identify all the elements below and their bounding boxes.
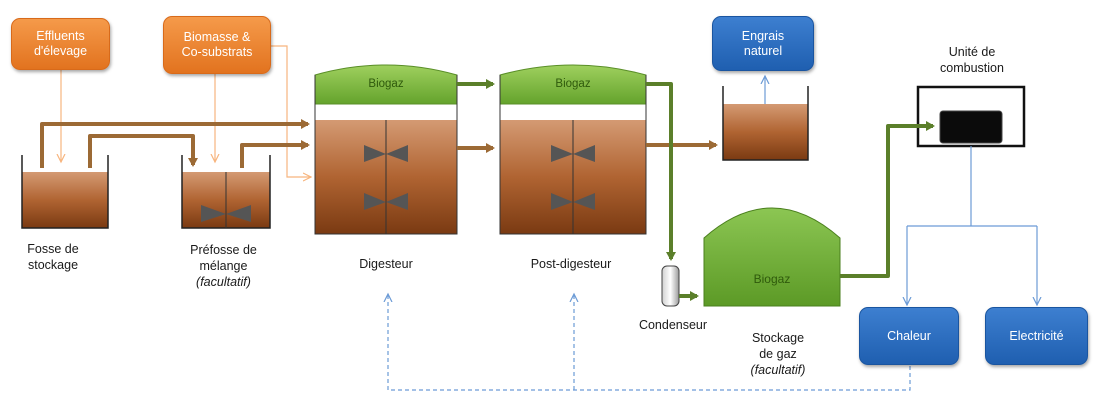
fosse-tank [21, 155, 109, 229]
unite-label: Unité de combustion [926, 44, 1018, 76]
digesteur-gas-dome [314, 64, 458, 105]
feed-arrows [61, 45, 311, 177]
prefosse-label: Préfosse de mélange (facultatif) [176, 242, 271, 290]
engrais-naturel-box: Engrais naturel [712, 16, 814, 71]
digesteur-label: Digesteur [359, 257, 413, 271]
post-digesteur-gas-dome [499, 64, 647, 105]
effluents-line-2: d'élevage [33, 44, 88, 58]
stockage-label: Stockage de gaz (facultatif) [733, 330, 823, 378]
engrais-line-2: naturel [743, 43, 783, 58]
flow-fosse-to-prefosse [88, 134, 198, 168]
condenseur-label: Condenseur [638, 318, 708, 332]
prefosse-mixer-left [201, 205, 226, 222]
biogaz-label-post-digesteur: Biogaz [555, 78, 590, 90]
effluents-line-1: Effluents [36, 29, 85, 43]
prefosse-mixer-right [226, 205, 251, 222]
engrais-tank [722, 86, 809, 161]
effluents-box: Effluents d'élevage [11, 18, 110, 70]
digesteur-tank [314, 64, 458, 235]
post-digesteur-label: Post-digesteur [530, 257, 612, 271]
biogaz-label-stockage: Biogaz [754, 272, 791, 286]
unite-label-line-2: combustion [940, 61, 1004, 75]
fosse-label: Fosse de stockage [18, 241, 88, 273]
stockage-label-line-2: de gaz [759, 347, 797, 361]
engrais-slurry [723, 104, 808, 160]
gas-stockage-to-combustion [840, 121, 935, 278]
flow-prefosse-to-digesteur [240, 140, 310, 168]
biomasse-box: Biomasse & Co-substrats [163, 16, 271, 74]
biomasse-line-2: Co-substrats [181, 45, 253, 59]
flow-fosse-to-digesteur [40, 119, 310, 168]
stockage-label-line-1: Stockage [751, 331, 805, 345]
gas-flows [457, 79, 935, 301]
slurry-flows [40, 119, 718, 168]
fosse-slurry [22, 172, 108, 228]
unite-label-line-1: Unité de [948, 45, 996, 59]
fosse-label-line-2: stockage [27, 258, 79, 272]
unite-combustion [916, 85, 1026, 148]
fosse-label-line-1: Fosse de [27, 242, 79, 256]
heat-return-flow [388, 294, 911, 391]
biogaz-label-digesteur: Biogaz [368, 78, 403, 90]
prefosse-tank [181, 155, 271, 229]
chaleur-box: Chaleur [859, 307, 959, 365]
engrais-line-1: Engrais [741, 28, 785, 43]
electricite-box: Electricité [985, 307, 1088, 365]
biomasse-line-1: Biomasse & [183, 30, 251, 44]
prefosse-note: (facultatif) [196, 275, 251, 289]
electricite-label: Electricité [1009, 328, 1064, 343]
stockage-note: (facultatif) [750, 363, 806, 377]
energy-flows [765, 76, 1037, 305]
chaleur-label: Chaleur [887, 328, 931, 343]
gas-post-to-condenseur [646, 82, 676, 261]
condenseur-device [661, 265, 680, 307]
prefosse-label-line-2: mélange [199, 259, 248, 273]
prefosse-label-line-1: Préfosse de [190, 243, 257, 257]
post-digesteur-tank [499, 64, 647, 235]
stockage-gaz-dome [703, 207, 841, 307]
